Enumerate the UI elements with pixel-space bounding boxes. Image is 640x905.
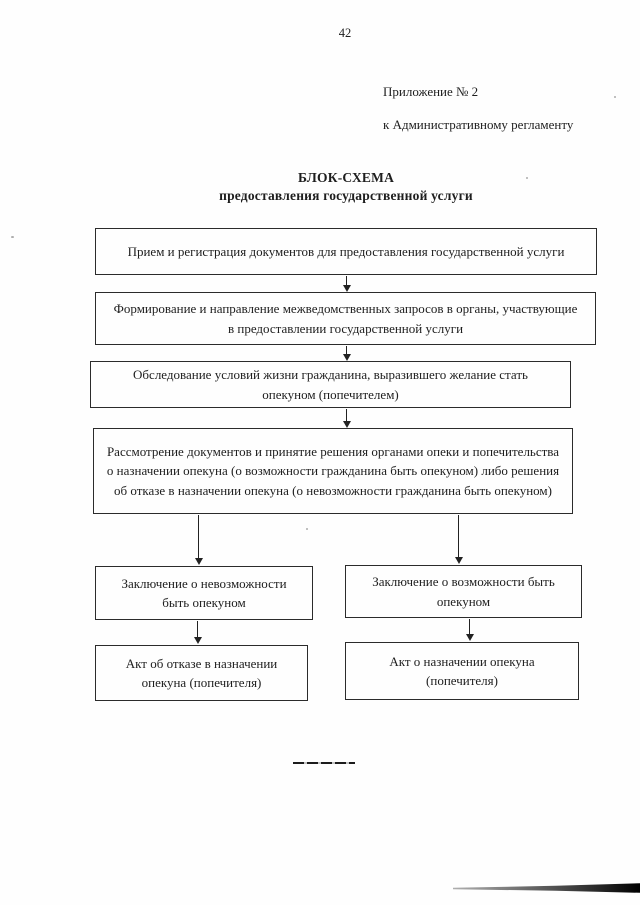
flow-arrow-down-3 (342, 409, 351, 428)
flow-box-refusal-act: Акт об отказе в назначении опекуна (попе… (95, 645, 308, 701)
flow-arrow-down-1 (342, 276, 351, 292)
flow-box-appointment-act: Акт о назначении опекуна (попечителя) (345, 642, 579, 700)
flow-arrow-left-2 (193, 621, 202, 644)
flow-box-conclusion-possible: Заключение о возможности быть опекуном (345, 565, 582, 618)
flow-arrow-left-branch (194, 515, 203, 565)
scan-artifact-bar (453, 883, 640, 893)
scan-speck (306, 528, 308, 530)
page-number: 42 (338, 26, 352, 40)
scan-speck (526, 177, 528, 179)
appendix-number-line: Приложение № 2 (383, 84, 479, 99)
flow-box-living-conditions-survey: Обследование условий жизни гражданина, в… (90, 361, 571, 408)
scan-speck (614, 96, 616, 98)
footnote-divider (293, 762, 355, 765)
flow-arrow-right-2 (465, 619, 474, 641)
scan-speck (11, 236, 14, 238)
flow-box-conclusion-impossible: Заключение о невозможности быть опекуном (95, 566, 313, 620)
flow-arrow-down-2 (342, 346, 351, 361)
appendix-regulation-line: к Административному регламенту (383, 117, 574, 132)
flow-arrow-right-branch (454, 515, 463, 564)
scheme-subtitle: предоставления государственной услуги (219, 188, 473, 203)
scheme-title: БЛОК-СХЕМА (297, 170, 395, 185)
flow-box-decision: Рассмотрение документов и принятие решен… (93, 428, 573, 514)
flow-box-interagency-requests: Формирование и направление межведомствен… (95, 292, 596, 345)
flow-box-intake: Прием и регистрация документов для предо… (95, 228, 597, 275)
